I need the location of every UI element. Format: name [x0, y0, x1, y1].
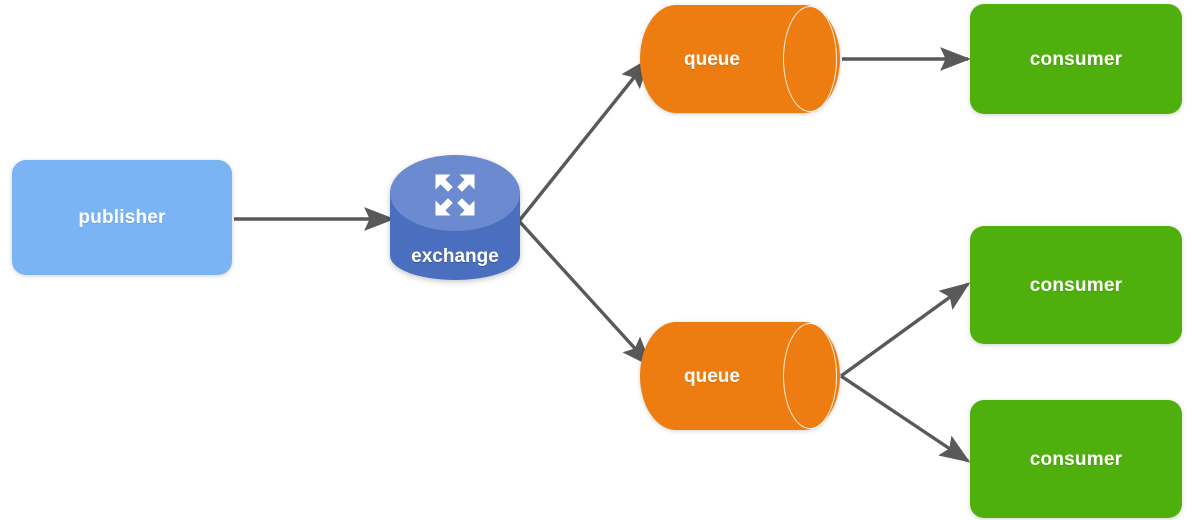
queue-cylinder-cap: [783, 323, 837, 429]
four-way-expand-arrows-icon: [390, 165, 520, 225]
exchange-cylinder-top: [390, 155, 520, 231]
node-publisher[interactable]: publisher: [12, 160, 232, 275]
node-queue-top-label: queue: [684, 48, 740, 70]
queue-cylinder-cap: [783, 6, 837, 112]
node-queue-top[interactable]: queue: [640, 5, 840, 113]
edge-queue-bottom-to-consumer-3: [840, 374, 971, 463]
node-queue-bottom-label: queue: [684, 365, 740, 387]
node-consumer-3[interactable]: consumer: [970, 400, 1182, 518]
node-exchange[interactable]: exchange: [390, 155, 520, 280]
node-queue-bottom[interactable]: queue: [640, 322, 840, 430]
node-consumer-1-label: consumer: [1029, 48, 1123, 70]
node-consumer-2-label: consumer: [1029, 274, 1123, 296]
edge-queue-bottom-to-consumer-2: [840, 282, 971, 378]
node-consumer-2[interactable]: consumer: [970, 226, 1182, 344]
node-consumer-3-label: consumer: [1029, 448, 1123, 470]
node-publisher-label: publisher: [78, 207, 166, 228]
edge-exchange-to-queue-top: [517, 57, 650, 223]
edge-exchange-to-queue-bottom: [517, 219, 652, 368]
node-consumer-1[interactable]: consumer: [970, 4, 1182, 114]
node-exchange-label: exchange: [411, 246, 499, 267]
